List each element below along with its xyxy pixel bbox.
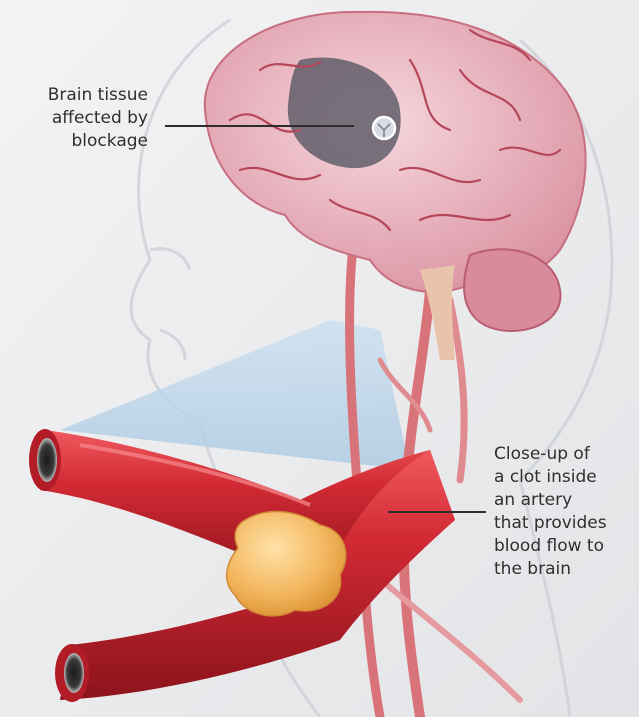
artery-lumen-lower xyxy=(64,653,84,693)
clot xyxy=(227,512,346,616)
artery-lumen-upper xyxy=(37,438,57,482)
annotation-brain-tissue: Brain tissue affected by blockage xyxy=(18,84,148,153)
annotation-clot-closeup: Close-up of a clot inside an artery that… xyxy=(494,443,634,581)
